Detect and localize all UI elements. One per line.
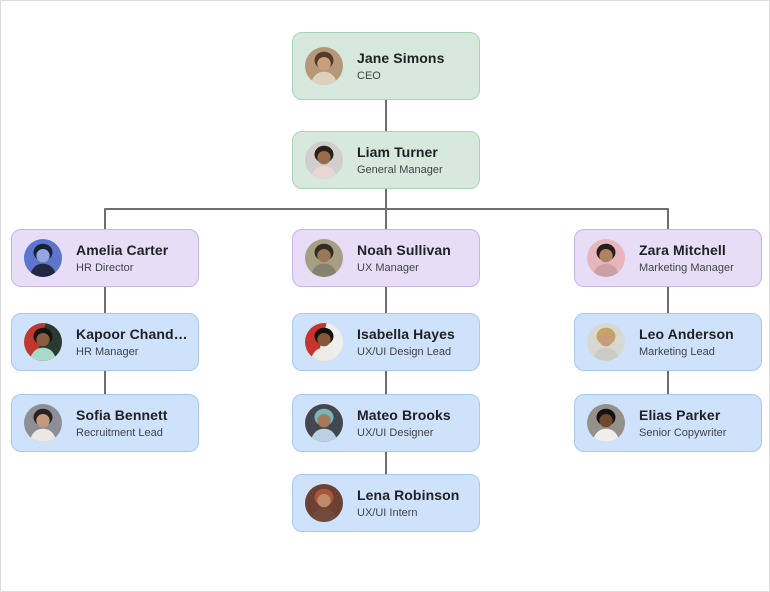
- person-name: Noah Sullivan: [357, 241, 451, 258]
- avatar-amelia-carter: [24, 239, 62, 277]
- org-card-jane-simons[interactable]: Jane Simons CEO: [292, 32, 480, 100]
- person-name: Liam Turner: [357, 143, 438, 160]
- person-name: Sofia Bennett: [76, 406, 168, 423]
- org-card-sofia-bennett[interactable]: Sofia Bennett Recruitment Lead: [11, 394, 199, 452]
- avatar-noah-sullivan: [305, 239, 343, 277]
- person-role: UX/UI Intern: [357, 507, 418, 519]
- person-silhouette-icon: [29, 327, 57, 361]
- org-card-lena-robinson[interactable]: Lena Robinson UX/UI Intern: [292, 474, 480, 532]
- person-name: Jane Simons: [357, 49, 445, 66]
- org-card-liam-turner[interactable]: Liam Turner General Manager: [292, 131, 480, 189]
- person-silhouette-icon: [310, 51, 338, 85]
- person-silhouette-icon: [310, 243, 338, 277]
- person-silhouette-icon: [310, 408, 338, 442]
- person-role: UX/UI Design Lead: [357, 346, 452, 358]
- person-name: Elias Parker: [639, 406, 721, 423]
- person-role: Recruitment Lead: [76, 427, 163, 439]
- person-silhouette-icon: [29, 243, 57, 277]
- org-card-mateo-brooks[interactable]: Mateo Brooks UX/UI Designer: [292, 394, 480, 452]
- person-role: Senior Copywriter: [639, 427, 727, 439]
- person-name: Mateo Brooks: [357, 406, 451, 423]
- person-name: Isabella Hayes: [357, 325, 455, 342]
- org-card-isabella-hayes[interactable]: Isabella Hayes UX/UI Design Lead: [292, 313, 480, 371]
- avatar-leo-anderson: [587, 323, 625, 361]
- person-name: Leo Anderson: [639, 325, 734, 342]
- org-card-elias-parker[interactable]: Elias Parker Senior Copywriter: [574, 394, 762, 452]
- person-silhouette-icon: [310, 488, 338, 522]
- avatar-jane-simons: [305, 47, 343, 85]
- org-card-leo-anderson[interactable]: Leo Anderson Marketing Lead: [574, 313, 762, 371]
- avatar-mateo-brooks: [305, 404, 343, 442]
- person-role: HR Manager: [76, 346, 139, 358]
- person-name: Kapoor Chandra...: [76, 325, 188, 342]
- person-role: CEO: [357, 70, 381, 82]
- org-card-zara-mitchell[interactable]: Zara Mitchell Marketing Manager: [574, 229, 762, 287]
- person-role: Marketing Manager: [639, 262, 734, 274]
- avatar-zara-mitchell: [587, 239, 625, 277]
- avatar-elias-parker: [587, 404, 625, 442]
- org-card-amelia-carter[interactable]: Amelia Carter HR Director: [11, 229, 199, 287]
- org-card-noah-sullivan[interactable]: Noah Sullivan UX Manager: [292, 229, 480, 287]
- person-role: HR Director: [76, 262, 134, 274]
- person-silhouette-icon: [310, 327, 338, 361]
- avatar-sofia-bennett: [24, 404, 62, 442]
- person-name: Lena Robinson: [357, 486, 460, 503]
- person-name: Zara Mitchell: [639, 241, 726, 258]
- person-role: General Manager: [357, 164, 443, 176]
- person-silhouette-icon: [592, 327, 620, 361]
- person-silhouette-icon: [592, 243, 620, 277]
- avatar-kapoor-chandra: [24, 323, 62, 361]
- person-role: UX/UI Designer: [357, 427, 434, 439]
- avatar-liam-turner: [305, 141, 343, 179]
- person-silhouette-icon: [592, 408, 620, 442]
- person-role: UX Manager: [357, 262, 419, 274]
- person-role: Marketing Lead: [639, 346, 715, 358]
- person-silhouette-icon: [29, 408, 57, 442]
- person-silhouette-icon: [310, 145, 338, 179]
- org-card-kapoor-chandra[interactable]: Kapoor Chandra... HR Manager: [11, 313, 199, 371]
- person-name: Amelia Carter: [76, 241, 169, 258]
- avatar-lena-robinson: [305, 484, 343, 522]
- avatar-isabella-hayes: [305, 323, 343, 361]
